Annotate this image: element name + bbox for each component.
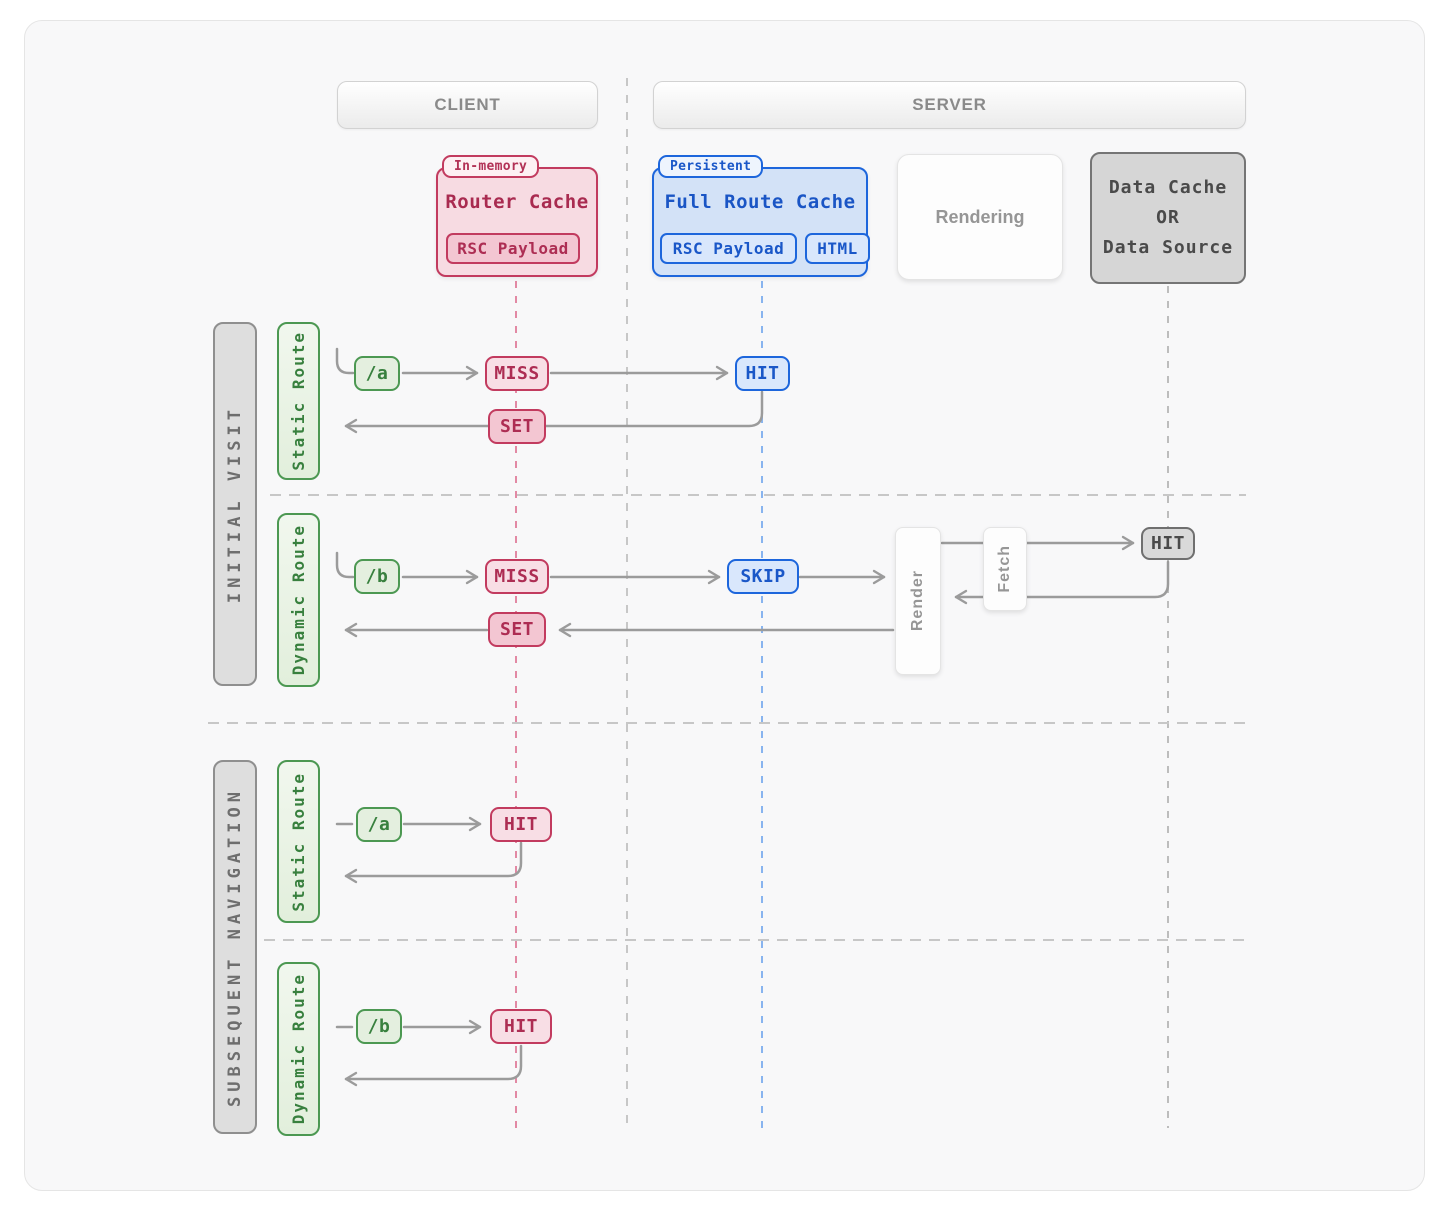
request-badge-b: /b — [354, 559, 400, 594]
data-cache-line1: Data Cache — [1108, 177, 1228, 198]
router-set-badge: SET — [488, 409, 546, 444]
router-cache-title: Router Cache — [445, 191, 589, 213]
fetch-label: Fetch — [996, 545, 1013, 593]
subsequent-navigation-text: SUBSEQUENT NAVIGATION — [225, 787, 245, 1107]
route-label-subsequent-static: Static Route — [277, 760, 320, 923]
html-badge: HTML — [805, 233, 870, 264]
request-badge-a: /a — [354, 356, 400, 391]
router-set-badge: SET — [488, 612, 546, 647]
full-route-cache-title: Full Route Cache — [664, 191, 856, 213]
data-hit-badge: HIT — [1141, 527, 1195, 560]
full-route-cache-box: Full Route Cache RSC Payload HTML — [652, 167, 870, 277]
route-label-text: Static Route — [289, 771, 308, 912]
full-route-hit-badge: HIT — [735, 356, 790, 391]
client-header: CLIENT — [337, 81, 598, 129]
rsc-payload-badge: RSC Payload — [660, 233, 797, 264]
route-label-text: Dynamic Route — [289, 524, 308, 676]
router-hit-badge: HIT — [490, 807, 552, 842]
router-miss-badge: MISS — [485, 356, 549, 391]
data-cache-line3: Data Source — [1102, 237, 1234, 258]
initial-visit-section-label: INITIAL VISIT — [213, 322, 257, 686]
rendering-box: Rendering — [897, 154, 1063, 280]
router-miss-badge: MISS — [485, 559, 549, 594]
fetch-box: Fetch — [983, 527, 1027, 611]
client-header-label: CLIENT — [434, 95, 501, 114]
router-cache-box: Router Cache RSC Payload — [436, 167, 598, 277]
server-header-label: SERVER — [912, 95, 987, 114]
route-label-subsequent-dynamic: Dynamic Route — [277, 962, 320, 1136]
rendering-label: Rendering — [935, 206, 1025, 227]
render-label: Render — [909, 570, 926, 632]
server-header: SERVER — [653, 81, 1246, 129]
route-label-initial-dynamic: Dynamic Route — [277, 513, 320, 687]
rsc-payload-badge: RSC Payload — [446, 233, 580, 264]
full-route-skip-badge: SKIP — [727, 559, 799, 594]
render-box: Render — [895, 527, 941, 675]
persistent-tag: Persistent — [658, 155, 764, 178]
subsequent-navigation-section-label: SUBSEQUENT NAVIGATION — [213, 760, 257, 1134]
data-cache-box: Data Cache OR Data Source — [1090, 152, 1246, 284]
request-badge-b: /b — [356, 1009, 402, 1044]
data-cache-line2: OR — [1156, 207, 1180, 228]
router-hit-badge: HIT — [490, 1009, 552, 1044]
initial-visit-text: INITIAL VISIT — [225, 404, 245, 604]
in-memory-tag: In-memory — [442, 155, 540, 178]
request-badge-a: /a — [356, 807, 402, 842]
route-label-text: Static Route — [289, 331, 308, 471]
route-label-initial-static: Static Route — [277, 322, 320, 480]
route-label-text: Dynamic Route — [289, 973, 308, 1125]
